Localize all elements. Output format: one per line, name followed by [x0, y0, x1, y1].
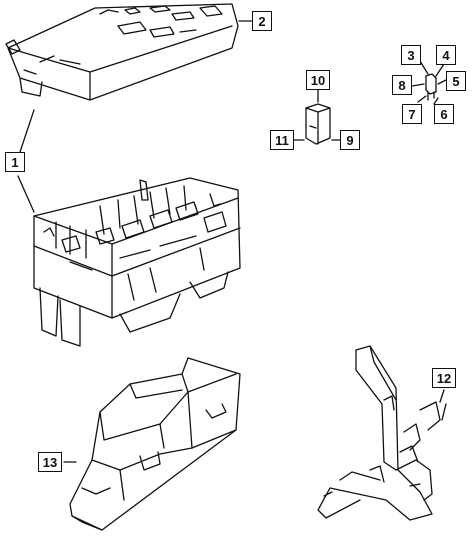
callout-1: 1 [5, 152, 25, 172]
leader-line-1a [19, 109, 35, 153]
lower-shield-bracket [69, 357, 241, 531]
leader-line-7 [417, 95, 427, 103]
fuse-box-cover [5, 3, 239, 101]
callout-9: 9 [340, 130, 360, 150]
callout-8: 8 [392, 75, 412, 95]
callout-7: 7 [402, 104, 422, 124]
mini-fuse-part [425, 73, 437, 101]
relay-part [305, 103, 331, 145]
leader-line-6 [433, 97, 439, 105]
leader-line-5 [437, 79, 447, 85]
callout-12: 12 [432, 368, 456, 388]
callout-4: 4 [436, 45, 456, 65]
mounting-bracket [317, 345, 447, 521]
leader-line-4 [435, 63, 445, 77]
callout-10: 10 [306, 70, 330, 90]
callout-2: 2 [252, 11, 272, 31]
callout-13: 13 [38, 452, 62, 472]
callout-11: 11 [270, 130, 294, 150]
callout-3: 3 [401, 45, 421, 65]
leader-line-1b [17, 175, 35, 213]
callout-6: 6 [434, 104, 454, 124]
fuse-box-body [33, 177, 241, 347]
leader-line-12 [439, 389, 445, 403]
leader-line-8 [411, 83, 425, 87]
callout-5: 5 [446, 71, 466, 91]
